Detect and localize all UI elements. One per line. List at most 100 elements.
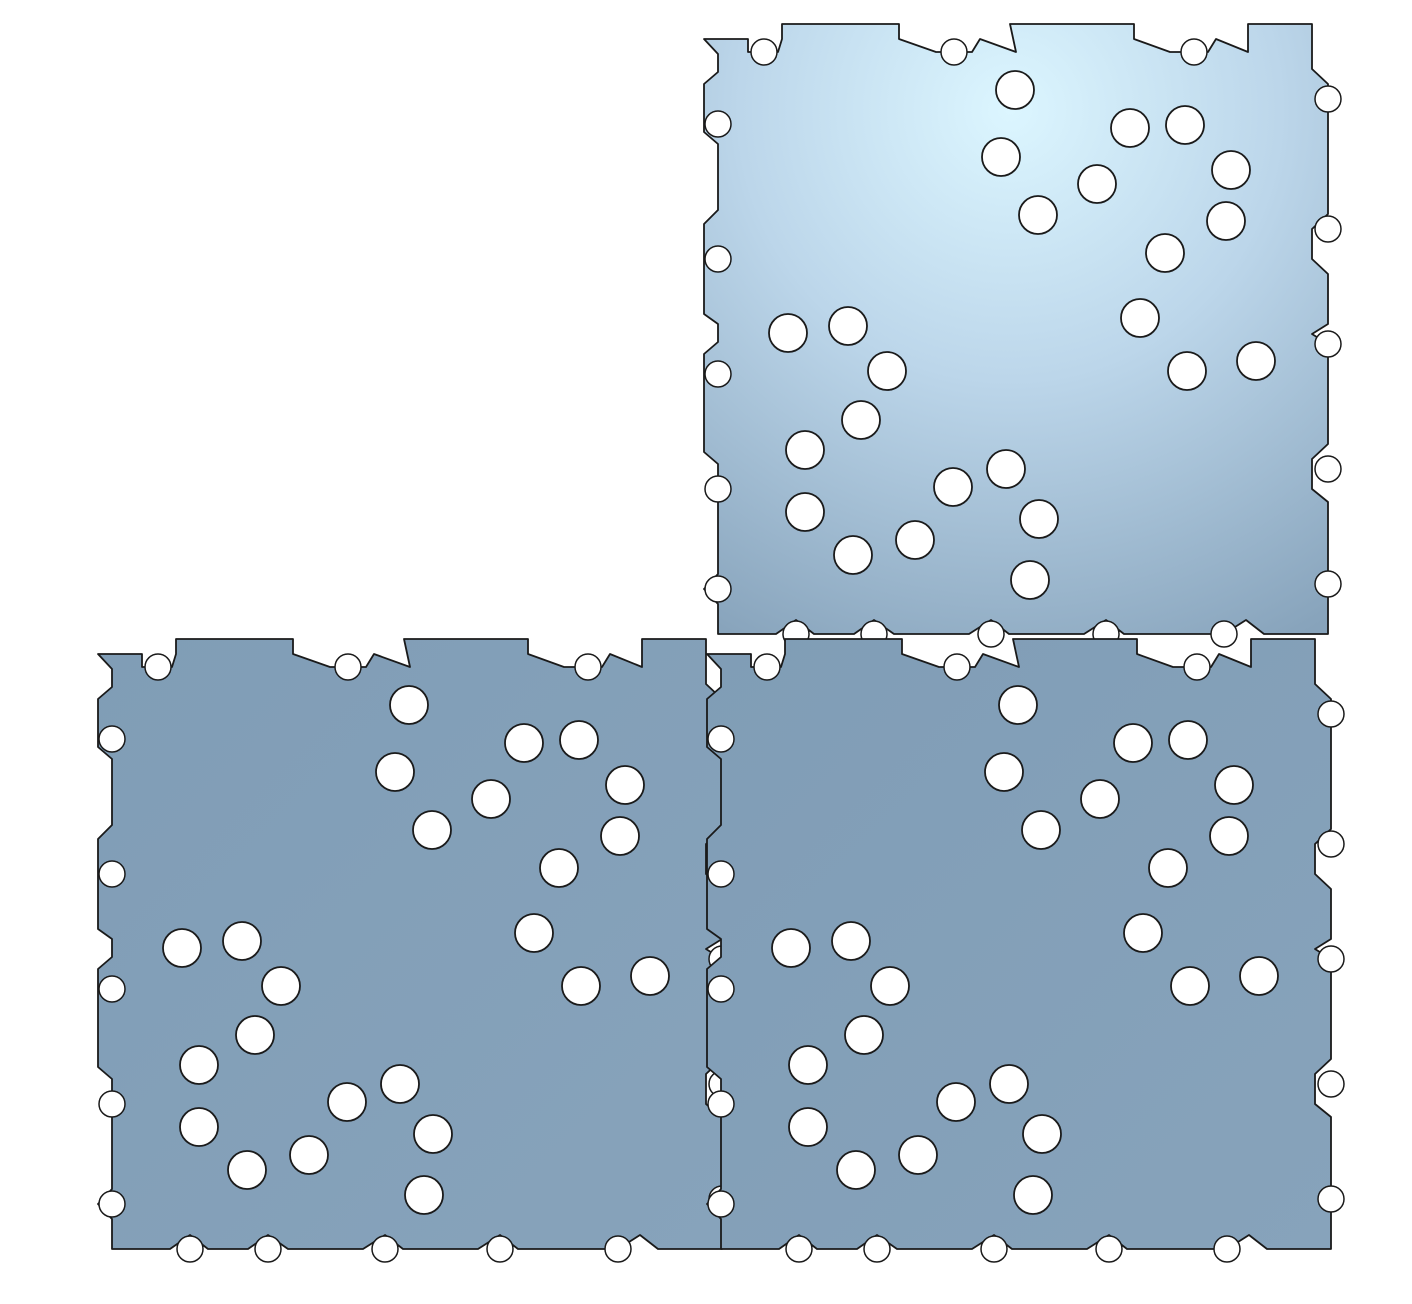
edge-notch <box>176 1235 204 1263</box>
panel-hole <box>380 1064 420 1104</box>
panel-hole <box>844 1015 884 1055</box>
edge-notch <box>98 975 126 1003</box>
panel-hole <box>1021 810 1061 850</box>
edge-notch <box>486 1235 514 1263</box>
edge-notch <box>98 1190 126 1218</box>
panel-hole <box>1113 723 1153 763</box>
panel-hole <box>1080 779 1120 819</box>
edge-notch <box>254 1235 282 1263</box>
panel-hole <box>828 306 868 346</box>
panel-hole <box>898 1135 938 1175</box>
edge-notch <box>98 860 126 888</box>
panel-hole <box>630 956 670 996</box>
edge-notch <box>1317 700 1345 728</box>
panel-hole <box>995 70 1035 110</box>
panel-hole <box>1077 164 1117 204</box>
panel-hole <box>771 928 811 968</box>
edge-notch <box>98 1090 126 1118</box>
edge-notch <box>977 620 1005 648</box>
panel-hole <box>836 1150 876 1190</box>
edge-notch <box>753 653 781 681</box>
edge-notch <box>943 653 971 681</box>
panel-hole <box>785 492 825 532</box>
panel-hole <box>162 928 202 968</box>
edge-notch <box>574 653 602 681</box>
panel-hole <box>1110 108 1150 148</box>
panel-hole <box>561 966 601 1006</box>
panel-hole <box>841 400 881 440</box>
edge-notch <box>785 1235 813 1263</box>
panel-hole <box>1013 1175 1053 1215</box>
panel-hole <box>1211 150 1251 190</box>
panel-hole <box>504 723 544 763</box>
panel-body <box>703 23 1329 635</box>
panel-hole <box>375 752 415 792</box>
edge-notch <box>707 1190 735 1218</box>
panel-hole <box>831 921 871 961</box>
panel-hole <box>404 1175 444 1215</box>
panel-bottom-right <box>706 638 1345 1263</box>
panel-hole <box>1168 720 1208 760</box>
panel-hole <box>933 467 973 507</box>
edge-notch <box>371 1235 399 1263</box>
panel-hole <box>289 1135 329 1175</box>
edge-notch <box>980 1235 1008 1263</box>
panel-hole <box>179 1107 219 1147</box>
panel-hole <box>559 720 599 760</box>
panel-top-right <box>703 23 1342 648</box>
edge-notch <box>1180 38 1208 66</box>
panel-hole <box>605 765 645 805</box>
panel-hole <box>1236 341 1276 381</box>
panel-hole <box>222 921 262 961</box>
edge-notch <box>707 1090 735 1118</box>
panel-hole <box>600 816 640 856</box>
edge-notch <box>1317 1185 1345 1213</box>
edge-notch <box>704 360 732 388</box>
panel-hole <box>327 1082 367 1122</box>
panel-hole <box>768 313 808 353</box>
panel-hole <box>986 449 1026 489</box>
edge-notch <box>144 653 172 681</box>
panel-hole <box>981 137 1021 177</box>
panel-hole <box>389 685 429 725</box>
panel-hole <box>1120 298 1160 338</box>
edge-notch <box>704 575 732 603</box>
edge-notch <box>1210 620 1238 648</box>
panel-body <box>706 638 1332 1250</box>
panel-hole <box>235 1015 275 1055</box>
panel-hole <box>833 535 873 575</box>
panel-hole <box>1170 966 1210 1006</box>
edge-notch <box>707 860 735 888</box>
panel-hole <box>1167 351 1207 391</box>
edge-notch <box>1213 1235 1241 1263</box>
edge-notch <box>1314 215 1342 243</box>
panel-hole <box>1209 816 1249 856</box>
panels-layer <box>97 23 1345 1263</box>
edge-notch <box>1317 830 1345 858</box>
panel-hole <box>1148 848 1188 888</box>
panel-hole <box>785 430 825 470</box>
edge-notch <box>704 245 732 273</box>
panel-hole <box>412 810 452 850</box>
panel-hole <box>261 966 301 1006</box>
panel-hole <box>413 1114 453 1154</box>
panel-hole <box>867 351 907 391</box>
edge-notch <box>1317 945 1345 973</box>
edge-notch <box>863 1235 891 1263</box>
panel-hole <box>1123 913 1163 953</box>
panel-hole <box>1214 765 1254 805</box>
edge-notch <box>1314 570 1342 598</box>
edge-notch <box>1095 1235 1123 1263</box>
edge-notch <box>707 975 735 1003</box>
edge-notch <box>334 653 362 681</box>
panel-hole <box>895 520 935 560</box>
edge-notch <box>98 725 126 753</box>
panel-hole <box>998 685 1038 725</box>
panel-hole <box>179 1045 219 1085</box>
panel-hole <box>539 848 579 888</box>
panel-bottom-left <box>97 638 736 1263</box>
panel-hole <box>514 913 554 953</box>
panel-hole <box>870 966 910 1006</box>
panel-hole <box>984 752 1024 792</box>
